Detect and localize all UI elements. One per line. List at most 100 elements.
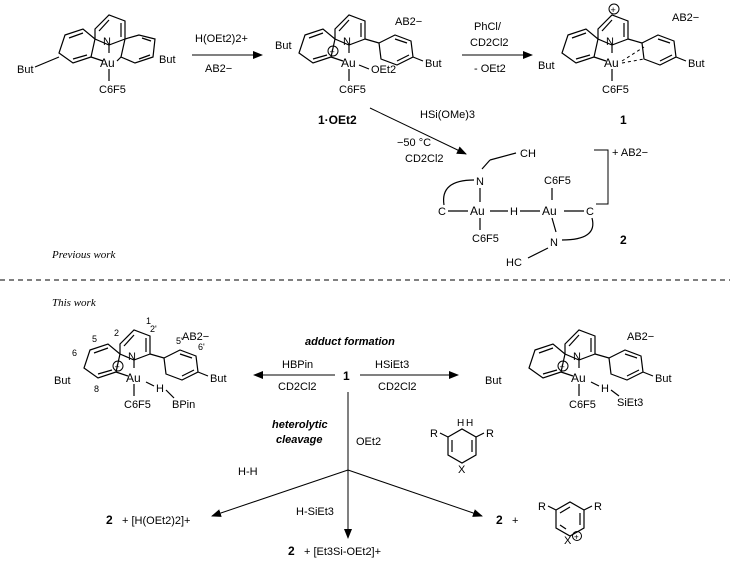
au-atom: Au xyxy=(542,204,557,218)
but-label: But xyxy=(17,64,34,76)
pyridinium-product: R R X + xyxy=(538,501,602,547)
reagent-label: CD2Cl2 xyxy=(278,381,317,393)
bpin-label: BPin xyxy=(172,399,195,411)
reagent-label: PhCl/ xyxy=(474,21,502,33)
hydride: H xyxy=(457,418,464,429)
adduct-formation-label: adduct formation xyxy=(305,336,395,348)
reagent-label: CD2Cl2 xyxy=(378,381,417,393)
n-atom: N xyxy=(103,36,111,48)
au-atom: Au xyxy=(571,371,586,385)
but-label: But xyxy=(159,54,176,66)
but-label: But xyxy=(210,373,227,385)
reagent-label: HSi(OMe)3 xyxy=(420,109,475,121)
c-atom: C xyxy=(438,206,446,218)
n-atom: N xyxy=(573,351,581,363)
product-byproduct: + [Et3Si-OEt2]+ xyxy=(304,546,381,558)
reagent-label: AB2− xyxy=(205,63,232,75)
compound-label-1: 1 xyxy=(620,113,627,127)
n-atom: N xyxy=(128,351,136,363)
but-label: But xyxy=(485,375,502,387)
r-group: R xyxy=(538,501,546,513)
c6f5-label: C6F5 xyxy=(602,84,629,96)
complex-1: + N Au C6F5 But But AB2− xyxy=(538,3,705,96)
position-number: 1 xyxy=(146,316,151,326)
but-label: But xyxy=(538,60,555,72)
hsiet3-adduct: + N Au H SiEt3 C6F5 But But AB2− xyxy=(485,329,672,411)
au-atom: Au xyxy=(100,56,115,70)
but-label: But xyxy=(688,58,705,70)
hydride: H xyxy=(510,206,518,218)
this-work-label: This work xyxy=(52,297,97,309)
product-2: 2 xyxy=(106,513,113,527)
position-number: 2' xyxy=(150,324,157,334)
but-label: But xyxy=(655,373,672,385)
reagent-label: CD2Cl2 xyxy=(470,37,509,49)
position-number: 2 xyxy=(114,328,119,338)
n-atom: N xyxy=(343,36,351,48)
hydride: H xyxy=(466,418,473,429)
c6f5-label: C6F5 xyxy=(339,84,366,96)
reagent-label: H-SiEt3 xyxy=(296,506,334,518)
reagent-label: CD2Cl2 xyxy=(405,153,444,165)
reagent-label: HSiEt3 xyxy=(375,359,409,371)
position-number: 6' xyxy=(198,342,205,352)
reaction-arrow xyxy=(347,469,483,517)
starting-complex: N Au C6F5 But But xyxy=(17,14,176,96)
r-group: R xyxy=(594,501,602,513)
n-atom: N xyxy=(606,36,614,48)
product-2: 2 xyxy=(288,544,295,558)
but-label: But xyxy=(275,40,292,52)
product-byproduct: + xyxy=(512,515,518,527)
reagent-label: H-H xyxy=(238,466,258,478)
oet2-ligand: OEt2 xyxy=(371,64,396,76)
c6f5-label: C6F5 xyxy=(544,175,571,187)
siet3-label: SiEt3 xyxy=(617,397,643,409)
reaction-arrow xyxy=(369,107,467,155)
heterolytic-label: cleavage xyxy=(276,434,322,446)
positive-charge: + xyxy=(574,533,579,542)
n-atom: N xyxy=(550,237,558,249)
center-compound-1: 1 xyxy=(343,369,350,383)
positive-charge: + xyxy=(115,362,120,372)
hbpin-adduct: + N Au H BPin C6F5 But But AB2− 1 2 2' 5… xyxy=(54,316,227,411)
c6f5-label: C6F5 xyxy=(472,233,499,245)
counterion: AB2− xyxy=(395,16,422,28)
reagent-label: - OEt2 xyxy=(474,63,506,75)
hydride: H xyxy=(156,383,164,395)
position-number: 5 xyxy=(92,334,97,344)
dihydropyridine: R R H H X xyxy=(430,418,494,476)
compound-2: CH N C Au H Au C6F5 C6F5 C N HC + AB2− xyxy=(438,147,648,269)
compound-label-1oet2: 1·OEt2 xyxy=(318,113,357,127)
ch-label: CH xyxy=(520,148,536,160)
c-atom: C xyxy=(586,206,594,218)
product-byproduct: + [H(OEt2)2]+ xyxy=(122,515,190,527)
but-label: But xyxy=(425,58,442,70)
position-number: 5' xyxy=(176,336,183,346)
hc-label: HC xyxy=(506,257,522,269)
x-atom: X xyxy=(458,464,466,476)
au-atom: Au xyxy=(341,56,356,70)
x-atom: X xyxy=(564,535,572,547)
au-atom: Au xyxy=(470,204,485,218)
heterolytic-label: heterolytic xyxy=(272,419,328,431)
compound-label-2: 2 xyxy=(620,233,627,247)
complex-1oet2: + N Au OEt2 C6F5 But But AB2− xyxy=(275,14,442,96)
au-atom: Au xyxy=(126,371,141,385)
charge-label: + AB2− xyxy=(612,147,648,159)
reagent-label: HBPin xyxy=(282,359,313,371)
reagent-label: H(OEt2)2+ xyxy=(195,33,248,45)
position-number: 8 xyxy=(94,384,99,394)
positive-charge: + xyxy=(611,5,616,15)
c6f5-label: C6F5 xyxy=(99,84,126,96)
position-number: 6 xyxy=(72,348,77,358)
r-group: R xyxy=(486,428,494,440)
counterion: AB2− xyxy=(182,331,209,343)
reaction-arrow xyxy=(211,469,349,517)
previous-work-label: Previous work xyxy=(51,249,117,261)
c6f5-label: C6F5 xyxy=(124,399,151,411)
counterion: AB2− xyxy=(627,331,654,343)
au-atom: Au xyxy=(604,56,619,70)
reagent-label: −50 °C xyxy=(397,137,431,149)
but-label: But xyxy=(54,375,71,387)
